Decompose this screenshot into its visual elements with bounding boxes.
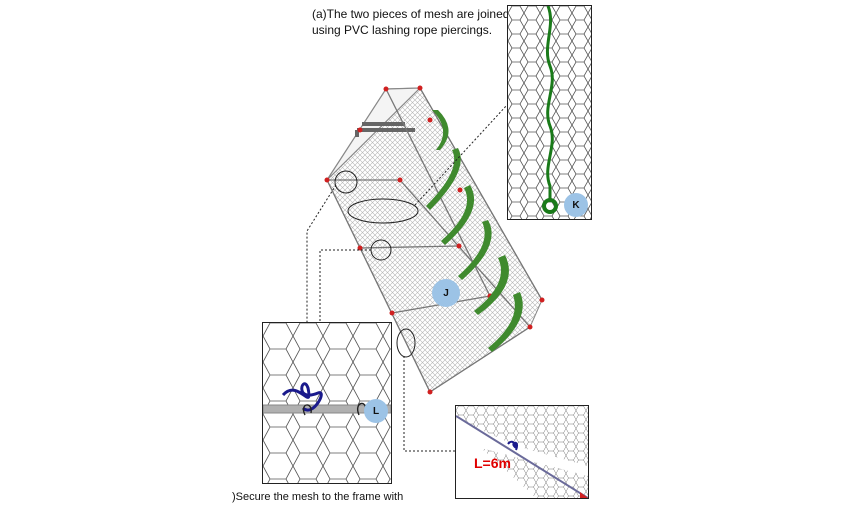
leader-lines xyxy=(306,104,508,452)
leader-to-panel-k xyxy=(414,104,508,206)
hex-mesh-k xyxy=(508,6,591,219)
corner-markers xyxy=(324,85,545,395)
badge-j: J xyxy=(432,279,460,307)
frame-rails xyxy=(326,87,543,393)
lashing-rope xyxy=(545,6,554,202)
fold-arrow xyxy=(432,110,449,150)
fold-arrow xyxy=(488,292,523,352)
fold-arrow xyxy=(426,148,461,210)
end-marker xyxy=(580,492,588,498)
detail-panel-mesh-length xyxy=(455,405,589,499)
fold-arrow xyxy=(441,185,475,245)
tie-wire-small xyxy=(507,440,518,451)
caption-a-line1: (a)The two pieces of mesh are joined xyxy=(312,7,510,21)
frame-edge xyxy=(456,415,588,498)
length-label: L=6m xyxy=(474,455,511,471)
leader-to-panel-l-inner xyxy=(319,249,371,322)
caption-a: (a)The two pieces of mesh are joined usi… xyxy=(312,6,512,38)
end-frame-ladder xyxy=(355,122,415,137)
frame-bar xyxy=(263,404,391,414)
leader-to-panel-l-outer xyxy=(306,184,337,322)
fold-arrow xyxy=(474,255,509,315)
fold-arrow xyxy=(458,220,492,280)
callout-ellipse-edge xyxy=(396,328,416,358)
hook xyxy=(302,404,312,416)
callout-ellipse-joint xyxy=(347,198,419,224)
hex-mesh-length xyxy=(456,406,588,498)
detail-panel-lashing-rope xyxy=(507,5,592,220)
caption-a-line2: using PVC lashing rope piercings. xyxy=(312,23,493,37)
badge-l: L xyxy=(364,399,388,423)
callout-circle-frame xyxy=(334,170,358,194)
fold-arrows xyxy=(426,110,523,352)
badge-k: K xyxy=(564,193,588,217)
rope-ring xyxy=(542,198,558,214)
caption-bottom: )Secure the mesh to the frame with xyxy=(232,491,404,503)
leader-to-panel-length xyxy=(403,356,455,452)
tie-wire xyxy=(281,382,323,412)
